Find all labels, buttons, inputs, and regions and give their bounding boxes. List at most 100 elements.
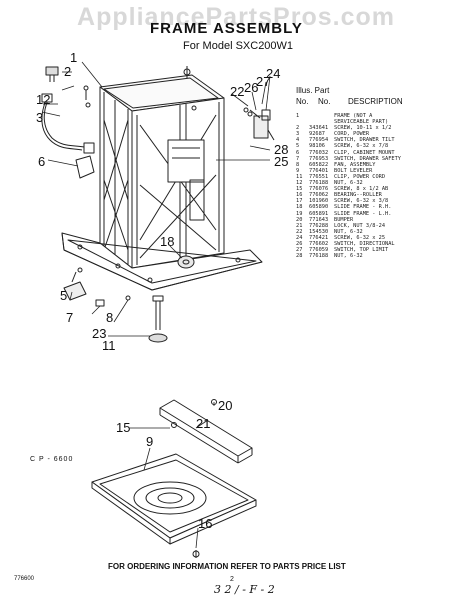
callout-23: 23 (92, 326, 106, 341)
parts-row: 15 776076 SCREW, 8 x 1/2 AB (296, 186, 466, 192)
part-description: CLIP, POWER CORD (334, 173, 386, 180)
callout-18: 18 (160, 234, 174, 249)
callout-2: 2 (64, 64, 71, 79)
part-illus-no: 21 (296, 222, 303, 229)
part-description: FAN, ASSEMBLY (334, 161, 376, 168)
part-number: 776076 (309, 186, 329, 193)
part-description: SWITCH, DRAWER TILT (334, 137, 395, 144)
part-number: 776062 (309, 192, 329, 199)
part-description: NUT, 6-32 (334, 180, 363, 187)
ordering-note: FOR ORDERING INFORMATION REFER TO PARTS … (108, 562, 346, 571)
part-description: NUT, 6-32 (334, 253, 363, 260)
parts-row: 18 605890 SLIDE FRAME - R.H. (296, 204, 466, 210)
part-illus-no: 18 (296, 204, 303, 211)
switch-cluster (243, 107, 275, 141)
callout-6: 6 (38, 154, 45, 169)
part-illus-no: 6 (296, 149, 300, 156)
part-illus-no: 20 (296, 216, 303, 223)
part-number: 776551 (309, 173, 329, 180)
part-illus-no: 17 (296, 198, 303, 205)
part-description: SCREW, 6-32 x 7/8 (334, 143, 389, 150)
callout-22: 22 (230, 84, 244, 99)
part-description: SCREW, 8 x 1/2 AB (334, 186, 389, 193)
part-description: SCREW, 6-32 x 3/8 (334, 198, 389, 205)
cp-label: C P - 6600 (30, 456, 74, 463)
callout-20: 20 (218, 398, 232, 413)
drawer-pan (91, 453, 257, 558)
callout-15: 15 (116, 420, 130, 435)
callout-26: 26 (244, 80, 258, 95)
parts-row: 7 776953 SWITCH, DRAWER SAFETY (296, 156, 466, 162)
callout-9: 9 (146, 434, 153, 449)
part-description: CORD, POWER (334, 131, 370, 138)
callout-12: 12 (36, 92, 50, 107)
parts-row: 24 776421 SCREW, 6-32 x 25 (296, 235, 466, 241)
part-description: SLIDE FRAME - L.H. (334, 210, 392, 217)
part-description: SCREW, 6-32 x 25 (334, 234, 386, 241)
callout-27: 27 (256, 74, 270, 89)
parts-row: 19 605891 SLIDE FRAME - L.H. (296, 211, 466, 217)
part-number: 776188 (309, 180, 329, 187)
callout-1: 1 (70, 50, 77, 65)
parts-row: 4 776954 SWITCH, DRAWER TILT (296, 137, 466, 143)
part-description: SWITCH, DIRECTIONAL (334, 240, 395, 247)
part-number: 776602 (309, 240, 329, 247)
power-cord-group (41, 66, 95, 179)
no-header-2: No. (318, 97, 331, 106)
part-illus-no: 26 (296, 240, 303, 247)
leveler-bolt (148, 295, 168, 343)
part-illus-no: 2 (296, 125, 300, 132)
part-number: 605891 (309, 210, 329, 217)
part-illus-no: 4 (296, 137, 300, 144)
part-illus-no: 16 (296, 192, 303, 199)
part-number: 605822 (309, 161, 329, 168)
parts-row: 26 776602 SWITCH, DIRECTIONAL (296, 241, 466, 247)
callout-numbers: 1 2 12 3 6 22 26 27 24 28 25 5 7 8 23 11… (36, 50, 288, 531)
part-illus-no: 11 (296, 173, 303, 180)
parts-row: 28 776188 NUT, 6-32 (296, 253, 466, 259)
callout-16: 16 (198, 516, 212, 531)
part-number: 605890 (309, 204, 329, 211)
part-number: 776954 (309, 137, 329, 144)
part-illus-no: 24 (296, 234, 303, 241)
callout-8: 8 (106, 310, 113, 325)
page-number: 2 (230, 576, 234, 583)
leader-lines (41, 61, 271, 549)
part-number: 776188 (309, 253, 329, 260)
description-header: DESCRIPTION (348, 97, 403, 106)
callout-25: 25 (274, 154, 288, 169)
part-number: 776953 (309, 155, 329, 162)
parts-row: 11 776551 CLIP, POWER CORD (296, 174, 466, 180)
part-description: SWITCH, DRAWER SAFETY (334, 155, 401, 162)
footer-code: 776600 (14, 576, 35, 582)
slide-rail (159, 399, 253, 464)
part-number: 776421 (309, 234, 329, 241)
watermark: AppliancePartsPros.com (77, 3, 395, 31)
callout-3: 3 (36, 110, 43, 125)
part-number: 776401 (309, 167, 329, 174)
part-number: 92687 (309, 131, 325, 138)
handwritten-mark: 3 2 / - F - 2 (214, 583, 275, 596)
lower-left-parts (63, 267, 131, 307)
part-illus-no: 28 (296, 253, 303, 260)
parts-row: 21 776288 LOCK, NUT 3/8-24 (296, 223, 466, 229)
part-description: SLIDE FRAME - R.H. (334, 204, 392, 211)
part-number: 154530 (309, 228, 329, 235)
part-illus-no: 7 (296, 155, 300, 162)
part-description: LOCK, NUT 3/8-24 (334, 222, 386, 229)
part-illus-no: 15 (296, 186, 303, 193)
part-number: 776288 (309, 222, 329, 229)
part-illus-no: 3 (296, 131, 300, 138)
part-number: 776059 (309, 247, 329, 254)
part-illus-no: 22 (296, 228, 303, 235)
parts-row: 3 92687 CORD, POWER (296, 131, 466, 137)
illus-part-header: Illus. Part (296, 86, 330, 95)
part-illus-no: 19 (296, 210, 303, 217)
